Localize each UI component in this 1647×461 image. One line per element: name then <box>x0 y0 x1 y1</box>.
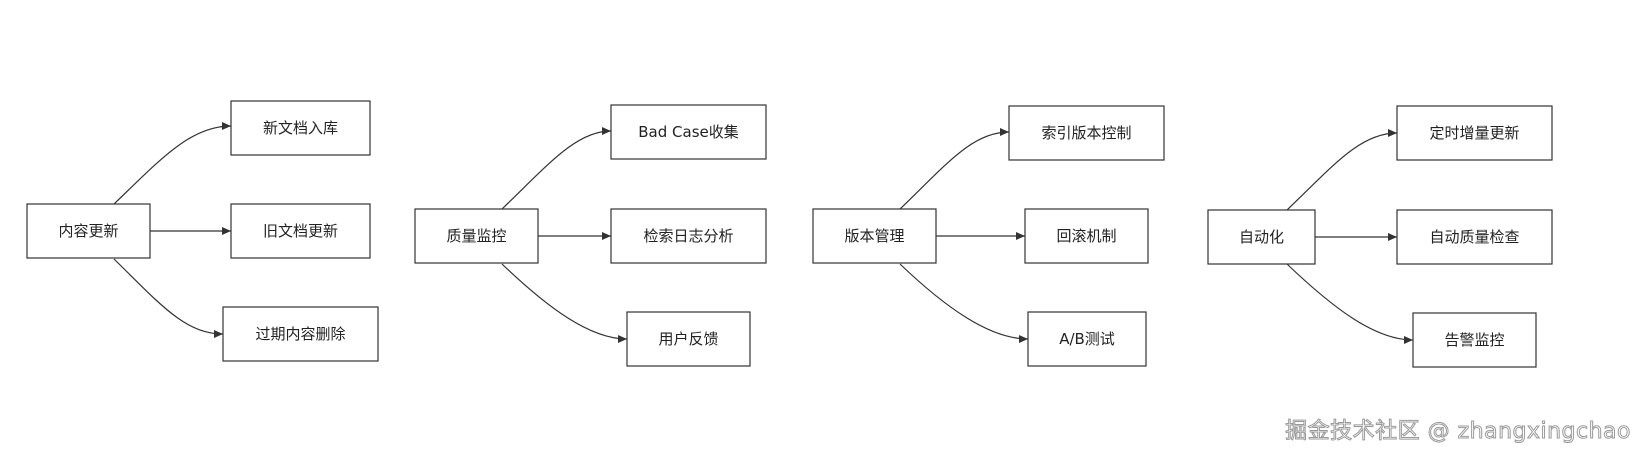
edge-arrow <box>113 122 232 205</box>
child-node-label: 用户反馈 <box>658 330 718 348</box>
child-node: 定时增量更新 <box>1396 105 1553 161</box>
group-automation: 自动化 定时增量更新 自动质量检查 告警监控 <box>1207 105 1553 368</box>
root-node: 内容更新 <box>26 203 151 259</box>
child-node: A/B测试 <box>1027 311 1147 367</box>
root-node-label: 质量监控 <box>446 227 506 245</box>
edge-arrow <box>1286 129 1398 211</box>
group-content-update: 内容更新 新文档入库 旧文档更新 过期内容删除 <box>26 100 379 362</box>
edge-arrow <box>899 128 1010 210</box>
root-node: 版本管理 <box>812 208 937 264</box>
child-node: 回滚机制 <box>1024 208 1149 264</box>
child-node: 告警监控 <box>1412 312 1537 368</box>
child-node: 检索日志分析 <box>610 208 767 264</box>
child-node-label: Bad Case收集 <box>638 123 738 141</box>
child-node: 旧文档更新 <box>230 203 371 259</box>
root-node: 自动化 <box>1207 209 1316 265</box>
child-node-label: 旧文档更新 <box>263 222 338 240</box>
child-node: 用户反馈 <box>626 311 751 367</box>
watermark-text: 掘金技术社区 @ zhangxingchao <box>1285 419 1631 445</box>
child-node-label: 自动质量检查 <box>1429 228 1519 246</box>
child-node: 新文档入库 <box>230 100 371 156</box>
root-node-label: 版本管理 <box>844 227 904 245</box>
child-node-label: 索引版本控制 <box>1041 124 1131 142</box>
edge-arrow <box>899 263 1029 343</box>
child-node: 自动质量检查 <box>1396 209 1553 265</box>
edge-arrow <box>1286 263 1414 344</box>
child-node-label: 检索日志分析 <box>643 227 733 245</box>
child-node-label: 回滚机制 <box>1056 227 1116 245</box>
child-node-label: A/B测试 <box>1059 330 1115 348</box>
child-node-label: 过期内容删除 <box>255 325 345 343</box>
child-node: Bad Case收集 <box>610 104 767 160</box>
edge-arrow <box>501 263 628 343</box>
child-node-label: 告警监控 <box>1444 331 1504 349</box>
group-quality-monitoring: 质量监控 Bad Case收集 检索日志分析 用户反馈 <box>414 104 767 367</box>
root-node: 质量监控 <box>414 208 539 264</box>
root-node-label: 内容更新 <box>58 222 118 240</box>
root-node-label: 自动化 <box>1239 228 1284 246</box>
child-node: 索引版本控制 <box>1008 105 1165 161</box>
group-version-management: 版本管理 索引版本控制 回滚机制 A/B测试 <box>812 105 1165 367</box>
child-node: 过期内容删除 <box>222 306 379 362</box>
child-node-label: 定时增量更新 <box>1429 124 1519 142</box>
edge-arrow <box>501 127 612 210</box>
edge-arrow <box>113 258 224 338</box>
child-node-label: 新文档入库 <box>263 119 338 137</box>
